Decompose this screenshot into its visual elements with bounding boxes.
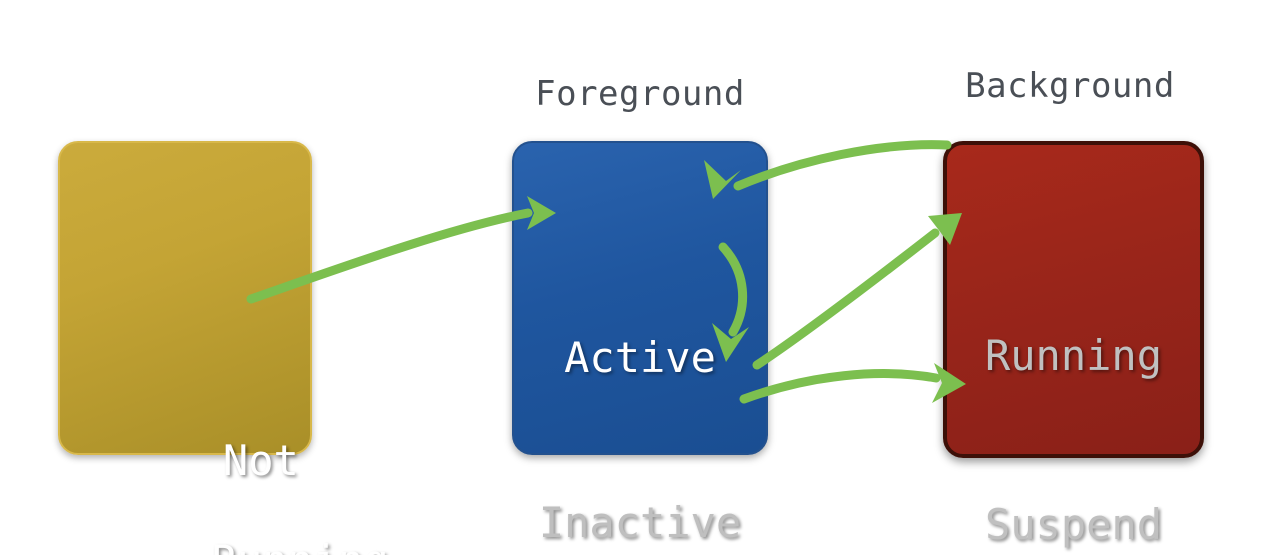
- group-header-foreground: Foreground: [535, 74, 745, 114]
- state-box-not-running[interactable]: Not Running: [58, 141, 389, 555]
- not-running-line2: Running: [212, 536, 389, 555]
- group-header-background: Background: [965, 66, 1175, 106]
- state-label-inactive: Inactive: [538, 498, 742, 547]
- state-box-background[interactable]: Running Suspend: [943, 141, 1204, 549]
- state-label-active: Active: [564, 333, 716, 382]
- not-running-line1: Not: [222, 436, 299, 485]
- arrow-inactive-to-running: [752, 213, 962, 370]
- arrow-inactive-to-suspend: [739, 363, 966, 404]
- state-label-suspend: Suspend: [984, 500, 1162, 549]
- state-box-foreground[interactable]: Active Inactive: [512, 141, 768, 547]
- state-label-not-running: Not Running: [60, 386, 389, 555]
- state-label-running: Running: [984, 331, 1162, 380]
